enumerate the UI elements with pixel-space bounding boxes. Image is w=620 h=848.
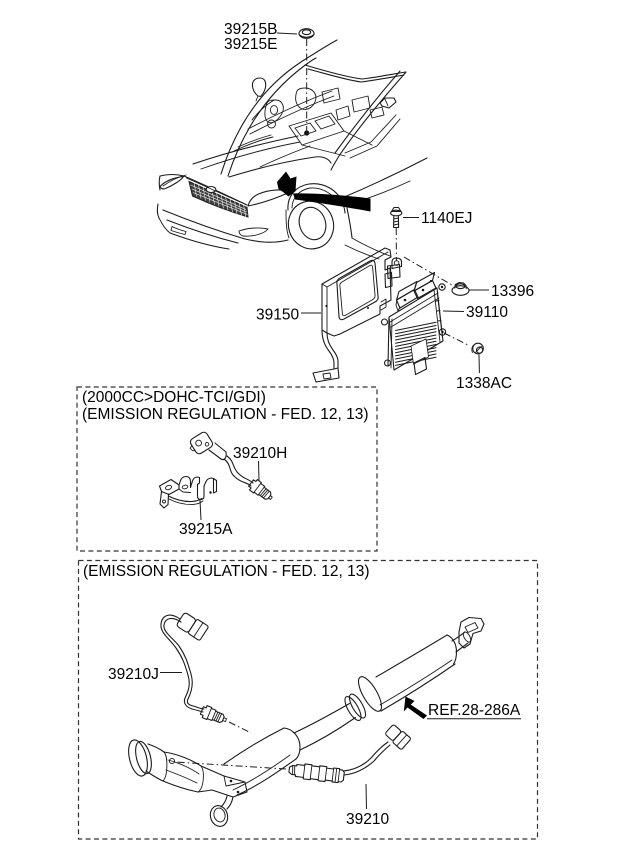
svg-text:39215E: 39215E <box>224 36 277 53</box>
svg-text:39215B: 39215B <box>224 21 277 38</box>
svg-text:(2000CC>DOHC-TCI/GDI): (2000CC>DOHC-TCI/GDI) <box>82 389 266 406</box>
svg-text:39110: 39110 <box>466 304 508 321</box>
svg-text:39210H: 39210H <box>233 445 287 462</box>
svg-text:39210: 39210 <box>346 811 389 828</box>
svg-text:REF.28-286A: REF.28-286A <box>428 702 521 719</box>
svg-text:(EMISSION REGULATION - FED. 12: (EMISSION REGULATION - FED. 12, 13) <box>82 406 369 423</box>
svg-text:39150: 39150 <box>256 307 299 324</box>
svg-text:39215A: 39215A <box>179 521 233 538</box>
svg-text:1140EJ: 1140EJ <box>421 210 472 227</box>
svg-text:13396: 13396 <box>491 283 534 300</box>
svg-text:1338AC: 1338AC <box>456 375 512 392</box>
svg-text:39210J: 39210J <box>108 666 159 683</box>
svg-text:(EMISSION REGULATION - FED. 12: (EMISSION REGULATION - FED. 12, 13) <box>83 563 370 580</box>
